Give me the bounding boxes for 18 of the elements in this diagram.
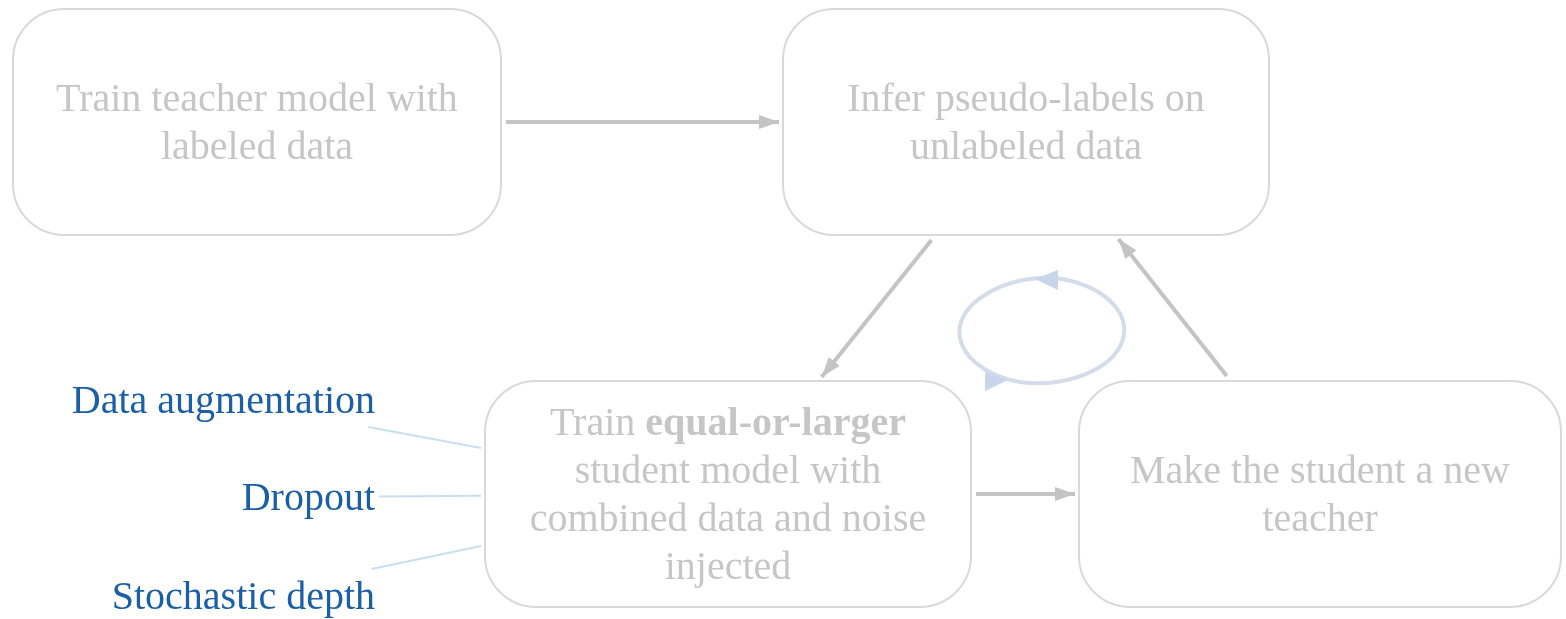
arrow [1116,237,1229,378]
process-box [1078,380,1562,608]
arrow [820,238,934,379]
technique-label: Dropout [241,474,375,520]
process-text: Train equal-or-larger student model with combined data and noise injected [528,398,928,590]
process-text: Infer pseudo-labels on unlabeled data [846,74,1206,170]
process-text: Make the student a new teacher [1129,446,1511,542]
leader-line [370,545,482,570]
leader-line [378,494,482,498]
technique-label: Data augmentation [71,377,375,423]
arrow [976,487,1075,501]
process-text: Train teacher model with labeled data [55,74,459,170]
process-box [782,8,1270,236]
arrow [506,115,779,129]
process-box [12,8,502,236]
process-box [484,380,972,608]
technique-label: Stochastic depth [111,573,375,619]
leader-line [367,426,482,449]
